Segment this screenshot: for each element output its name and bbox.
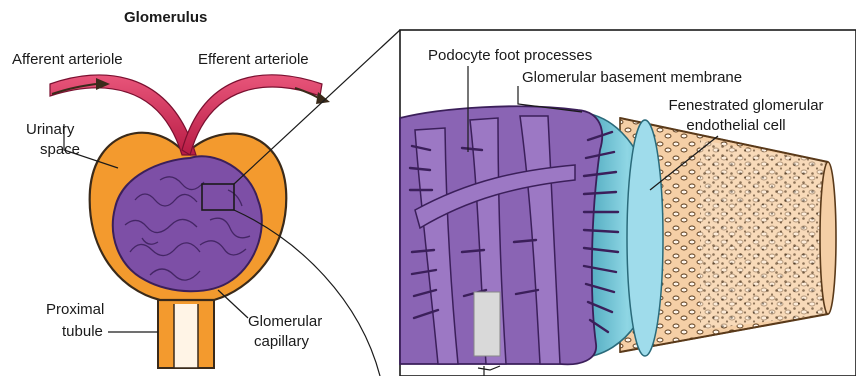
glomerular-basement-membrane-label: Glomerular basement membrane (522, 68, 742, 87)
proximal-tubule-label-line1: Proximal (46, 300, 104, 319)
afferent-arteriole-label: Afferent arteriole (12, 50, 123, 69)
proximal-tubule-label-line2: tubule (62, 322, 103, 341)
efferent-arteriole-label: Efferent arteriole (198, 50, 309, 69)
glomerular-capillary-label-line2: capillary (254, 332, 309, 351)
urinary-space-label-line1: Urinary (26, 120, 74, 139)
glomerular-capillary-label-line1: Glomerular (248, 312, 322, 331)
podocyte-foot-processes-label: Podocyte foot processes (428, 46, 592, 65)
glomerular-tuft (113, 156, 262, 291)
diagram-title: Glomerulus (124, 8, 207, 27)
urinary-space-label-line2: space (40, 140, 80, 159)
fenestrated-endothelial-label-line2: endothelial cell (636, 116, 836, 135)
arterioles (50, 75, 330, 155)
fenestrated-endothelial-label-line1: Fenestrated glomerular (636, 96, 856, 115)
